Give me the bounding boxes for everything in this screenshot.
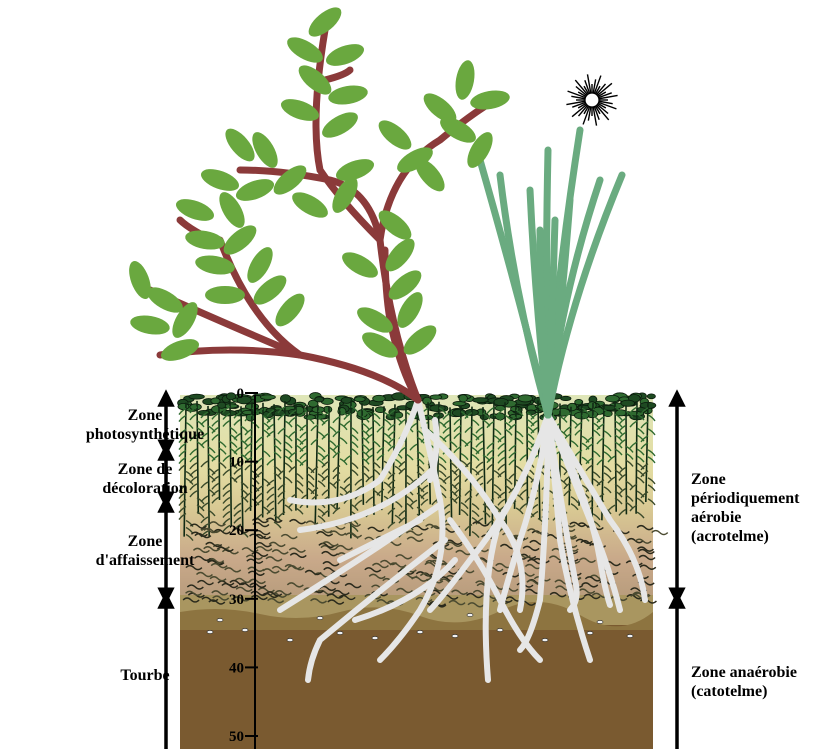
depth-tick-label: 10 — [229, 455, 244, 471]
leaf-icon — [469, 88, 512, 113]
shrub-plant — [125, 2, 512, 400]
shrub-leaves — [125, 2, 512, 365]
leaf-icon — [233, 175, 277, 206]
label-zone-decoloration: Zone de décoloration — [70, 460, 220, 498]
leaf-icon — [374, 115, 416, 155]
leaf-icon — [338, 247, 382, 283]
leaf-icon — [288, 187, 332, 223]
leaf-icon — [158, 335, 202, 366]
depth-tick-label: 30 — [229, 592, 244, 608]
leaf-icon — [453, 59, 478, 102]
leaf-icon — [323, 40, 367, 71]
label-tourbe: Tourbe — [70, 666, 220, 685]
label-zone-photosynthetique: Zone photosynthétique — [70, 406, 220, 444]
label-acrotelme: Zone périodiquement aérobie (acrotelme) — [691, 470, 819, 546]
depth-tick-label: 20 — [229, 523, 244, 539]
leaf-icon — [205, 286, 245, 304]
leaf-icon — [198, 165, 242, 196]
leaf-icon — [327, 83, 370, 108]
label-zone-affaissement: Zone d'affaissement — [70, 532, 220, 570]
leaf-icon — [129, 313, 172, 338]
soil-profile — [178, 393, 668, 749]
depth-tick-label: 50 — [229, 729, 244, 745]
leaf-icon — [318, 107, 362, 143]
sedge-flower-head-icon — [566, 74, 617, 125]
depth-tick-label: 40 — [229, 660, 244, 676]
depth-tick-label: 0 — [237, 386, 245, 402]
sedge-plant — [480, 130, 622, 415]
label-catotelme: Zone anaérobie (catotelme) — [691, 663, 819, 701]
